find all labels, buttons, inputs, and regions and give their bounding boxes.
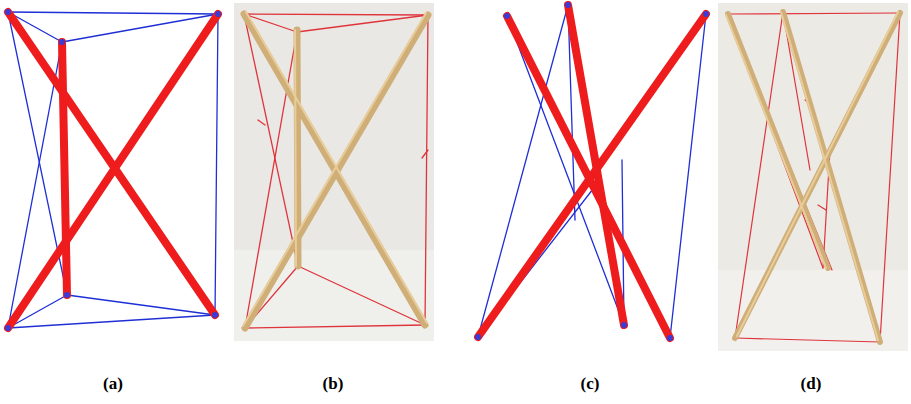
panel-label: (c) [581, 374, 600, 394]
panel-label: (d) [801, 374, 822, 394]
twisted-photo [718, 3, 908, 351]
panel-label: (b) [323, 374, 344, 394]
panel-label: (a) [103, 374, 123, 394]
prism-diagram [5, 9, 221, 331]
prism-photo [234, 3, 434, 341]
twisted-diagram [475, 2, 709, 341]
